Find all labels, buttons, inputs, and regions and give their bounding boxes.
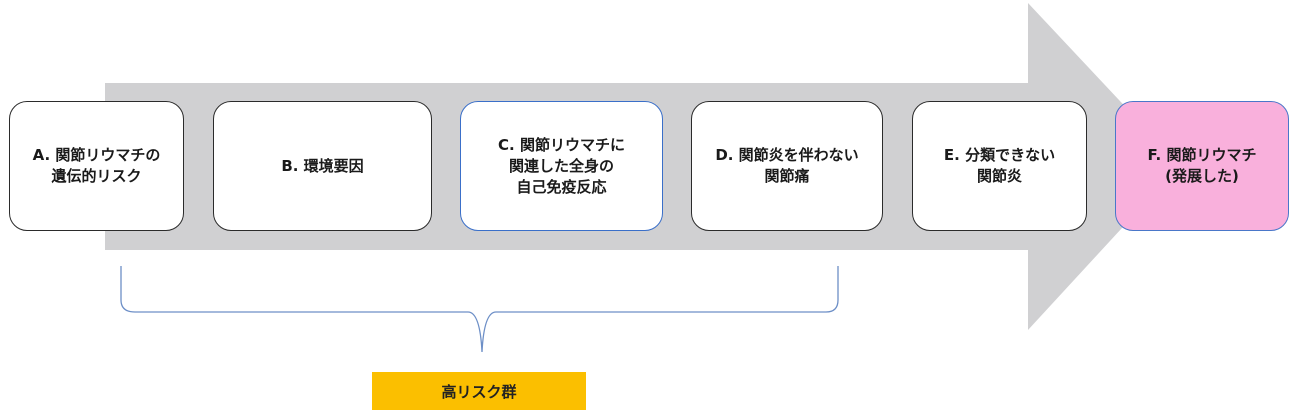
stage-a-genetic-risk: A. 関節リウマチの 遺伝的リスク <box>9 101 184 231</box>
stage-b-environmental-factors: B. 環境要因 <box>213 101 432 231</box>
stage-e-label: E. 分類できない 関節炎 <box>943 146 1056 185</box>
stage-f-label: F. 関節リウマチ (発展した) <box>1147 146 1257 185</box>
stage-e-undifferentiated-arthritis: E. 分類できない 関節炎 <box>912 101 1087 231</box>
stage-b-label: B. 環境要因 <box>281 156 364 175</box>
stage-f-rheumatoid-arthritis: F. 関節リウマチ (発展した) <box>1115 101 1289 231</box>
stage-c-label: C. 関節リウマチに 関連した全身の 自己免疫反応 <box>498 135 625 196</box>
high-risk-group-label: 高リスク群 <box>441 382 517 401</box>
high-risk-label-box <box>372 372 586 410</box>
stage-a-label: A. 関節リウマチの 遺伝的リスク <box>32 146 161 185</box>
stage-c-systemic-autoimmunity: C. 関節リウマチに 関連した全身の 自己免疫反応 <box>460 101 663 231</box>
stage-d-arthralgia: D. 関節炎を伴わない 関節痛 <box>691 101 883 231</box>
high-risk-bracket <box>120 266 839 353</box>
stage-d-label: D. 関節炎を伴わない 関節痛 <box>715 146 859 185</box>
